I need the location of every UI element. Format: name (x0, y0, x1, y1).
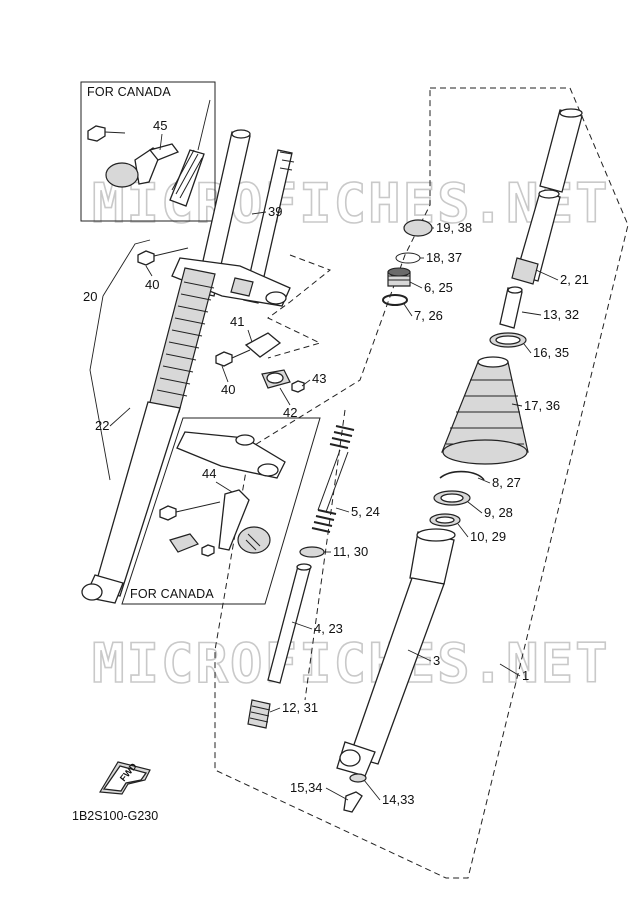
callout-45: 45 (153, 118, 167, 133)
assembled-fork-left (81, 129, 331, 604)
callout-12-31: 12, 31 (282, 700, 318, 715)
callout-9-28: 9, 28 (484, 505, 513, 520)
inset-clamp (169, 533, 199, 553)
bolt-43 (291, 380, 305, 393)
fwd-arrow-icon: FWD (98, 761, 151, 795)
washer-14 (349, 773, 367, 783)
outer-tube-left (93, 401, 181, 597)
callout-43: 43 (312, 371, 326, 386)
spring-5 (311, 425, 355, 533)
watermark-bottom: MICROFICHES.NET (92, 632, 610, 695)
inset-bottom-title: FOR CANADA (130, 587, 214, 601)
callout-40-upper: 40 (145, 277, 159, 292)
inset-top-title: FOR CANADA (87, 85, 171, 99)
callout-41: 41 (230, 314, 244, 329)
inset-bottom-frame (121, 417, 321, 605)
callout-40-lower: 40 (221, 382, 235, 397)
callout-39: 39 (268, 204, 282, 219)
inset-reflector-bracket (218, 489, 250, 551)
callout-20: 20 (83, 289, 97, 304)
callout-44: 44 (202, 466, 216, 481)
callout-8-27: 8, 27 (492, 475, 521, 490)
callout-17-36: 17, 36 (524, 398, 560, 413)
bushing-13 (499, 287, 523, 329)
callout-42: 42 (283, 405, 297, 420)
inset-bolt (87, 125, 106, 142)
bolt-40-upper (137, 250, 155, 266)
bolt-15 (343, 791, 363, 813)
inset-top-frame (80, 81, 216, 222)
callout-19-38: 19, 38 (436, 220, 472, 235)
inset-for-canada-bottom: FOR CANADA 44 (121, 417, 321, 605)
callout-5-24: 5, 24 (351, 504, 380, 519)
ring-11 (299, 546, 325, 558)
cap-19 (403, 219, 433, 237)
circlip-18 (395, 252, 421, 264)
callout-7-26: 7, 26 (414, 308, 443, 323)
callout-3: 3 (433, 653, 440, 668)
callout-18-37: 18, 37 (426, 250, 462, 265)
exploded-fork-leg (247, 108, 583, 813)
callout-16-35: 16, 35 (533, 345, 569, 360)
callouts-left: 39 40 20 22 41 40 42 43 (83, 204, 326, 481)
callout-2-21: 2, 21 (560, 272, 589, 287)
under-bracket (171, 257, 291, 307)
inset-for-canada-top: FOR CANADA 45 (80, 81, 216, 222)
bolt-40-lower (215, 351, 233, 367)
callout-15-34: 15,34 (290, 780, 323, 795)
inset-bolt-bottom (159, 505, 177, 521)
clamp-41 (244, 332, 282, 358)
callout-6-25: 6, 25 (424, 280, 453, 295)
steering-stem (243, 149, 293, 304)
callouts-right: 19, 38 18, 37 6, 25 7, 26 2, 21 13, 32 1… (269, 220, 589, 807)
inset-reflector (105, 162, 139, 188)
callout-11-30: 11, 30 (333, 544, 368, 559)
diagram-code: 1B2S100-G230 (72, 809, 158, 823)
o-ring-7 (382, 294, 408, 306)
clip-8 (439, 470, 485, 481)
callout-14-33: 14,33 (382, 792, 415, 807)
outer-tube-3 (349, 577, 445, 765)
callout-4-23: 4, 23 (314, 621, 343, 636)
fork-leg-dashed-group (214, 87, 629, 879)
callout-13-32: 13, 32 (543, 307, 579, 322)
callout-1: 1 (522, 668, 529, 683)
boot-17 (441, 361, 529, 453)
callout-22: 22 (95, 418, 109, 433)
callout-10-29: 10, 29 (470, 529, 506, 544)
